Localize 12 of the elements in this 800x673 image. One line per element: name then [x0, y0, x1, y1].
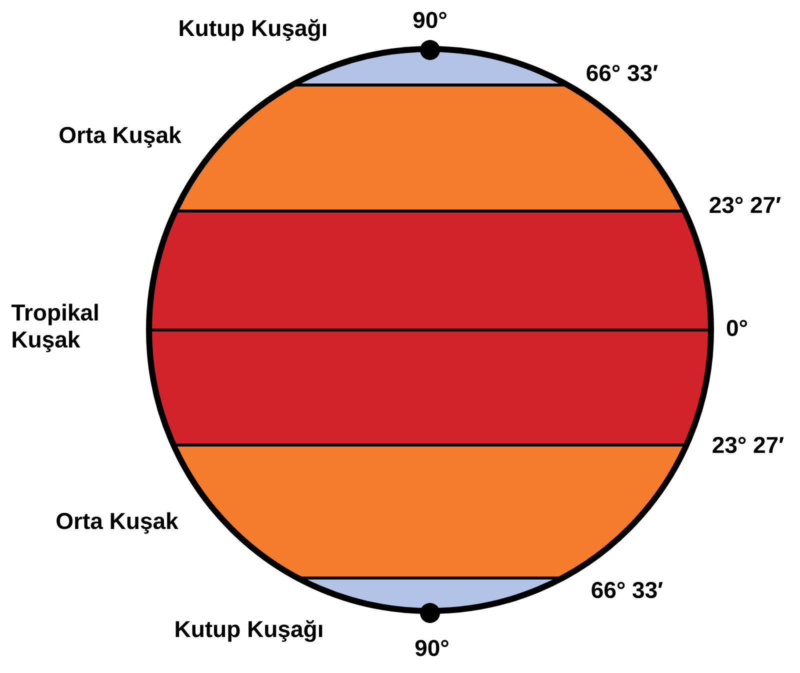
latitude-label: 0° [726, 320, 748, 336]
zone-label: Kutup Kuşağı [180, 19, 326, 41]
latitude-label: 90° [415, 640, 448, 656]
zone-label: Tropikal Kuşak [11, 304, 98, 352]
latitude-label: 66° 33′ [592, 582, 663, 598]
latitude-label: 23° 27′ [710, 196, 781, 214]
latitude-label: 90° [413, 12, 446, 28]
zone-label: Kutup Kuşağı [176, 620, 322, 642]
latitude-label: 23° 27′ [712, 436, 784, 454]
latitude-label: 66° 33′ [586, 64, 658, 82]
zone-label: Orta Kuşak [60, 126, 182, 148]
zone-label: Orta Kuşak [56, 512, 178, 534]
